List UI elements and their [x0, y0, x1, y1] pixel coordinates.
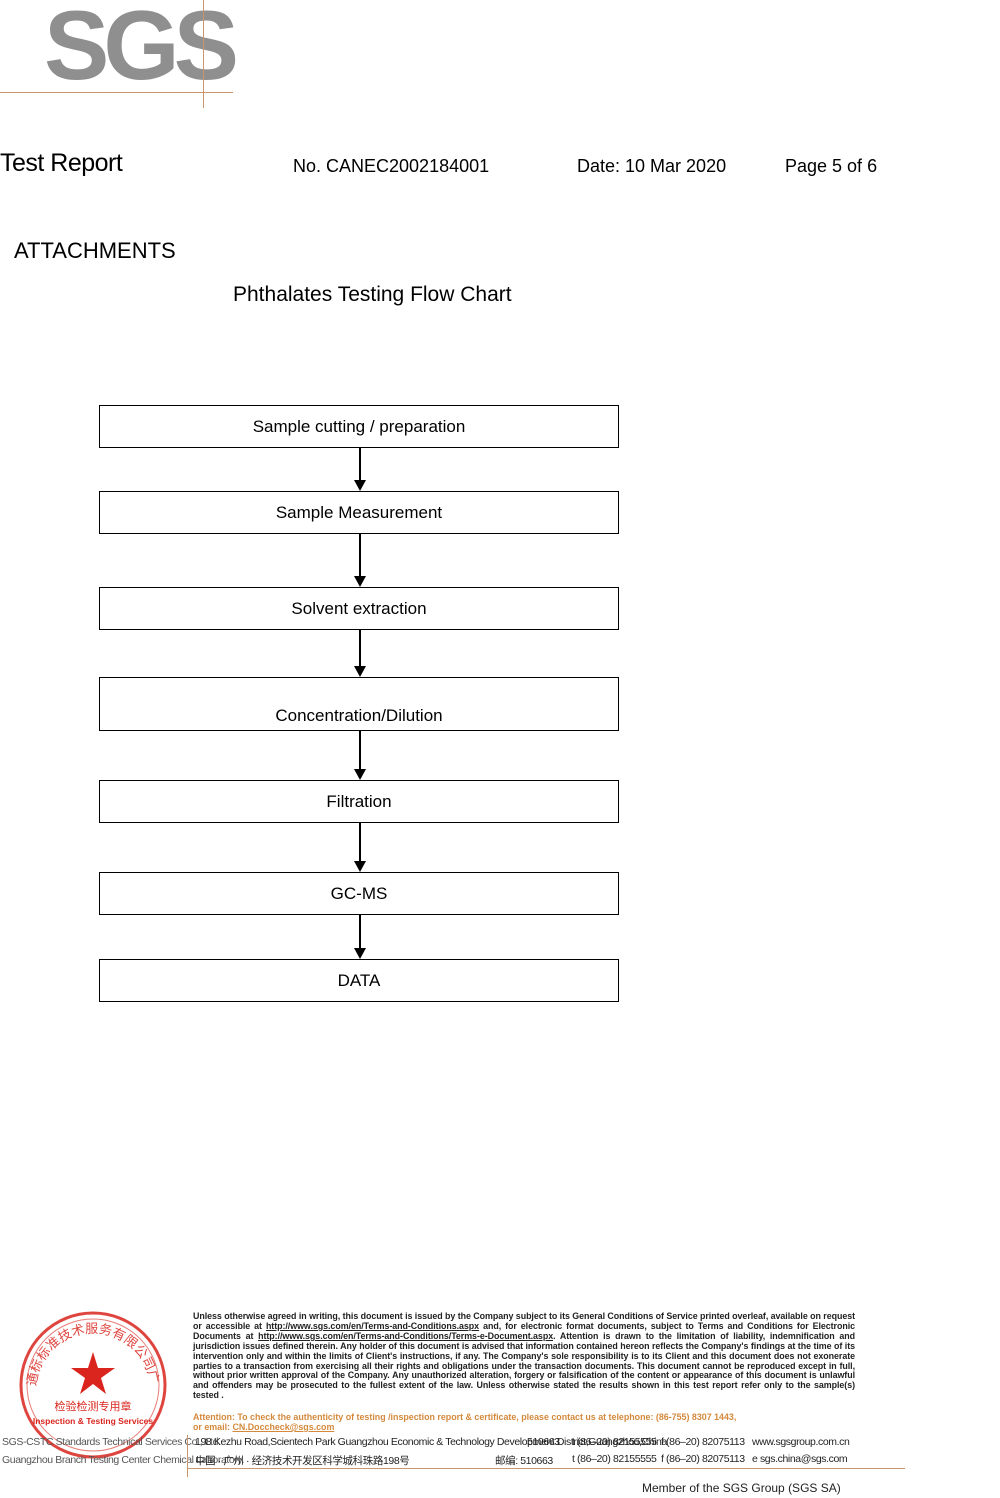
flow-step-label: Concentration/Dilution — [275, 706, 443, 725]
email-cn[interactable]: e sgs.china@sgs.com — [752, 1453, 848, 1465]
flow-step: Sample cutting / preparation — [99, 405, 619, 448]
terms-link[interactable]: http://www.sgs.com/en/Terms-and-Conditio… — [265, 1320, 480, 1331]
flow-arrow-line — [359, 731, 361, 770]
address-cn: 中国 · 广州 · 经济技术开发区科学城科珠路198号 — [195, 1455, 410, 1467]
legal-text-3: . Attention is drawn to the limitation o… — [193, 1330, 855, 1401]
flow-step: DATA — [99, 959, 619, 1002]
page-number: Page 5 of 6 — [785, 156, 878, 176]
zip-en: 510663 — [527, 1436, 560, 1448]
flow-step: Sample Measurement — [99, 491, 619, 534]
legal-text-2: and, for electronic format documents, su… — [193, 1320, 855, 1341]
footer-rule-vertical — [187, 1435, 188, 1477]
flow-chart-title: Phthalates Testing Flow Chart — [233, 283, 512, 306]
doccheck-email-link[interactable]: CN.Doccheck@sgs.com — [232, 1421, 335, 1432]
flow-step-label: DATA — [337, 970, 381, 990]
footer-rule-horizontal — [187, 1468, 905, 1469]
seal-text-cn-2: 检验检测专用章 — [55, 1399, 132, 1413]
email-prefix: or email: — [193, 1421, 233, 1432]
flow-arrow-line — [359, 915, 361, 949]
arrow-down-icon — [354, 861, 366, 872]
flow-step-label: Solvent extraction — [291, 598, 427, 618]
arrow-down-icon — [354, 948, 366, 959]
flow-step: Filtration — [99, 780, 619, 823]
logo-rule-vertical — [203, 0, 204, 108]
report-date: Date: 10 Mar 2020 — [577, 156, 727, 176]
report-title: Test Report — [0, 149, 123, 177]
flow-arrow-line — [359, 823, 361, 862]
section-heading: ATTACHMENTS — [14, 238, 176, 263]
flow-step-label: GC-MS — [330, 883, 388, 903]
arrow-down-icon — [354, 666, 366, 677]
flow-chart: Sample cutting / preparation Sample Meas… — [99, 405, 619, 1002]
seal-caption-company: SGS-CSTC Standards Technical Services Co… — [2, 1436, 221, 1448]
zip-cn: 邮编: 510663 — [495, 1455, 553, 1467]
phone-en: t (86–20) 82155555 — [572, 1436, 657, 1448]
report-number: No. CANEC2002184001 — [293, 156, 490, 176]
flow-arrow-line — [359, 534, 361, 577]
flow-step: Concentration/Dilution — [99, 677, 619, 731]
flow-step-label: Filtration — [326, 791, 392, 811]
seal-text-en: Inspection & Testing Services — [33, 1416, 154, 1426]
sgs-logo: SGS — [0, 0, 239, 112]
page-footer: 通标标准技术服务有限公司广州分公司 检验检测专用章 Inspection & T… — [0, 1300, 1000, 1498]
authenticity-notice: Attention: To check the authenticity of … — [193, 1412, 861, 1433]
flow-step-label: Sample cutting / preparation — [252, 416, 466, 436]
legal-disclaimer: Unless otherwise agreed in writing, this… — [193, 1311, 855, 1401]
website[interactable]: www.sgsgroup.com.cn — [752, 1436, 850, 1448]
fax-en: f (86–20) 82075113 — [661, 1436, 745, 1448]
arrow-down-icon — [354, 480, 366, 491]
arrow-down-icon — [354, 769, 366, 780]
company-seal-stamp: 通标标准技术服务有限公司广州分公司 检验检测专用章 Inspection & T… — [18, 1310, 167, 1459]
flow-step: Solvent extraction — [99, 587, 619, 630]
attention-text: Attention: To check the authenticity of … — [193, 1412, 737, 1422]
fax-cn: f (86–20) 82075113 — [661, 1453, 745, 1465]
flow-step-label: Sample Measurement — [275, 502, 443, 522]
arrow-down-icon — [354, 576, 366, 587]
flow-arrow-line — [359, 448, 361, 481]
logo-text: SGS — [44, 0, 239, 100]
member-statement: Member of the SGS Group (SGS SA) — [642, 1481, 841, 1495]
address-en: 198 Kezhu Road,Scientech Park Guangzhou … — [195, 1436, 667, 1448]
flow-step: GC-MS — [99, 872, 619, 915]
e-document-terms-link[interactable]: http://www.sgs.com/en/Terms-and-Conditio… — [258, 1330, 554, 1341]
phone-cn: t (86–20) 82155555 — [572, 1453, 657, 1465]
legal-text-1: Unless otherwise agreed in writing, this… — [193, 1311, 855, 1331]
logo-rule-horizontal — [0, 92, 233, 93]
seal-caption-lab: Guangzhou Branch Testing Center Chemical… — [2, 1454, 245, 1466]
flow-arrow-line — [359, 630, 361, 667]
